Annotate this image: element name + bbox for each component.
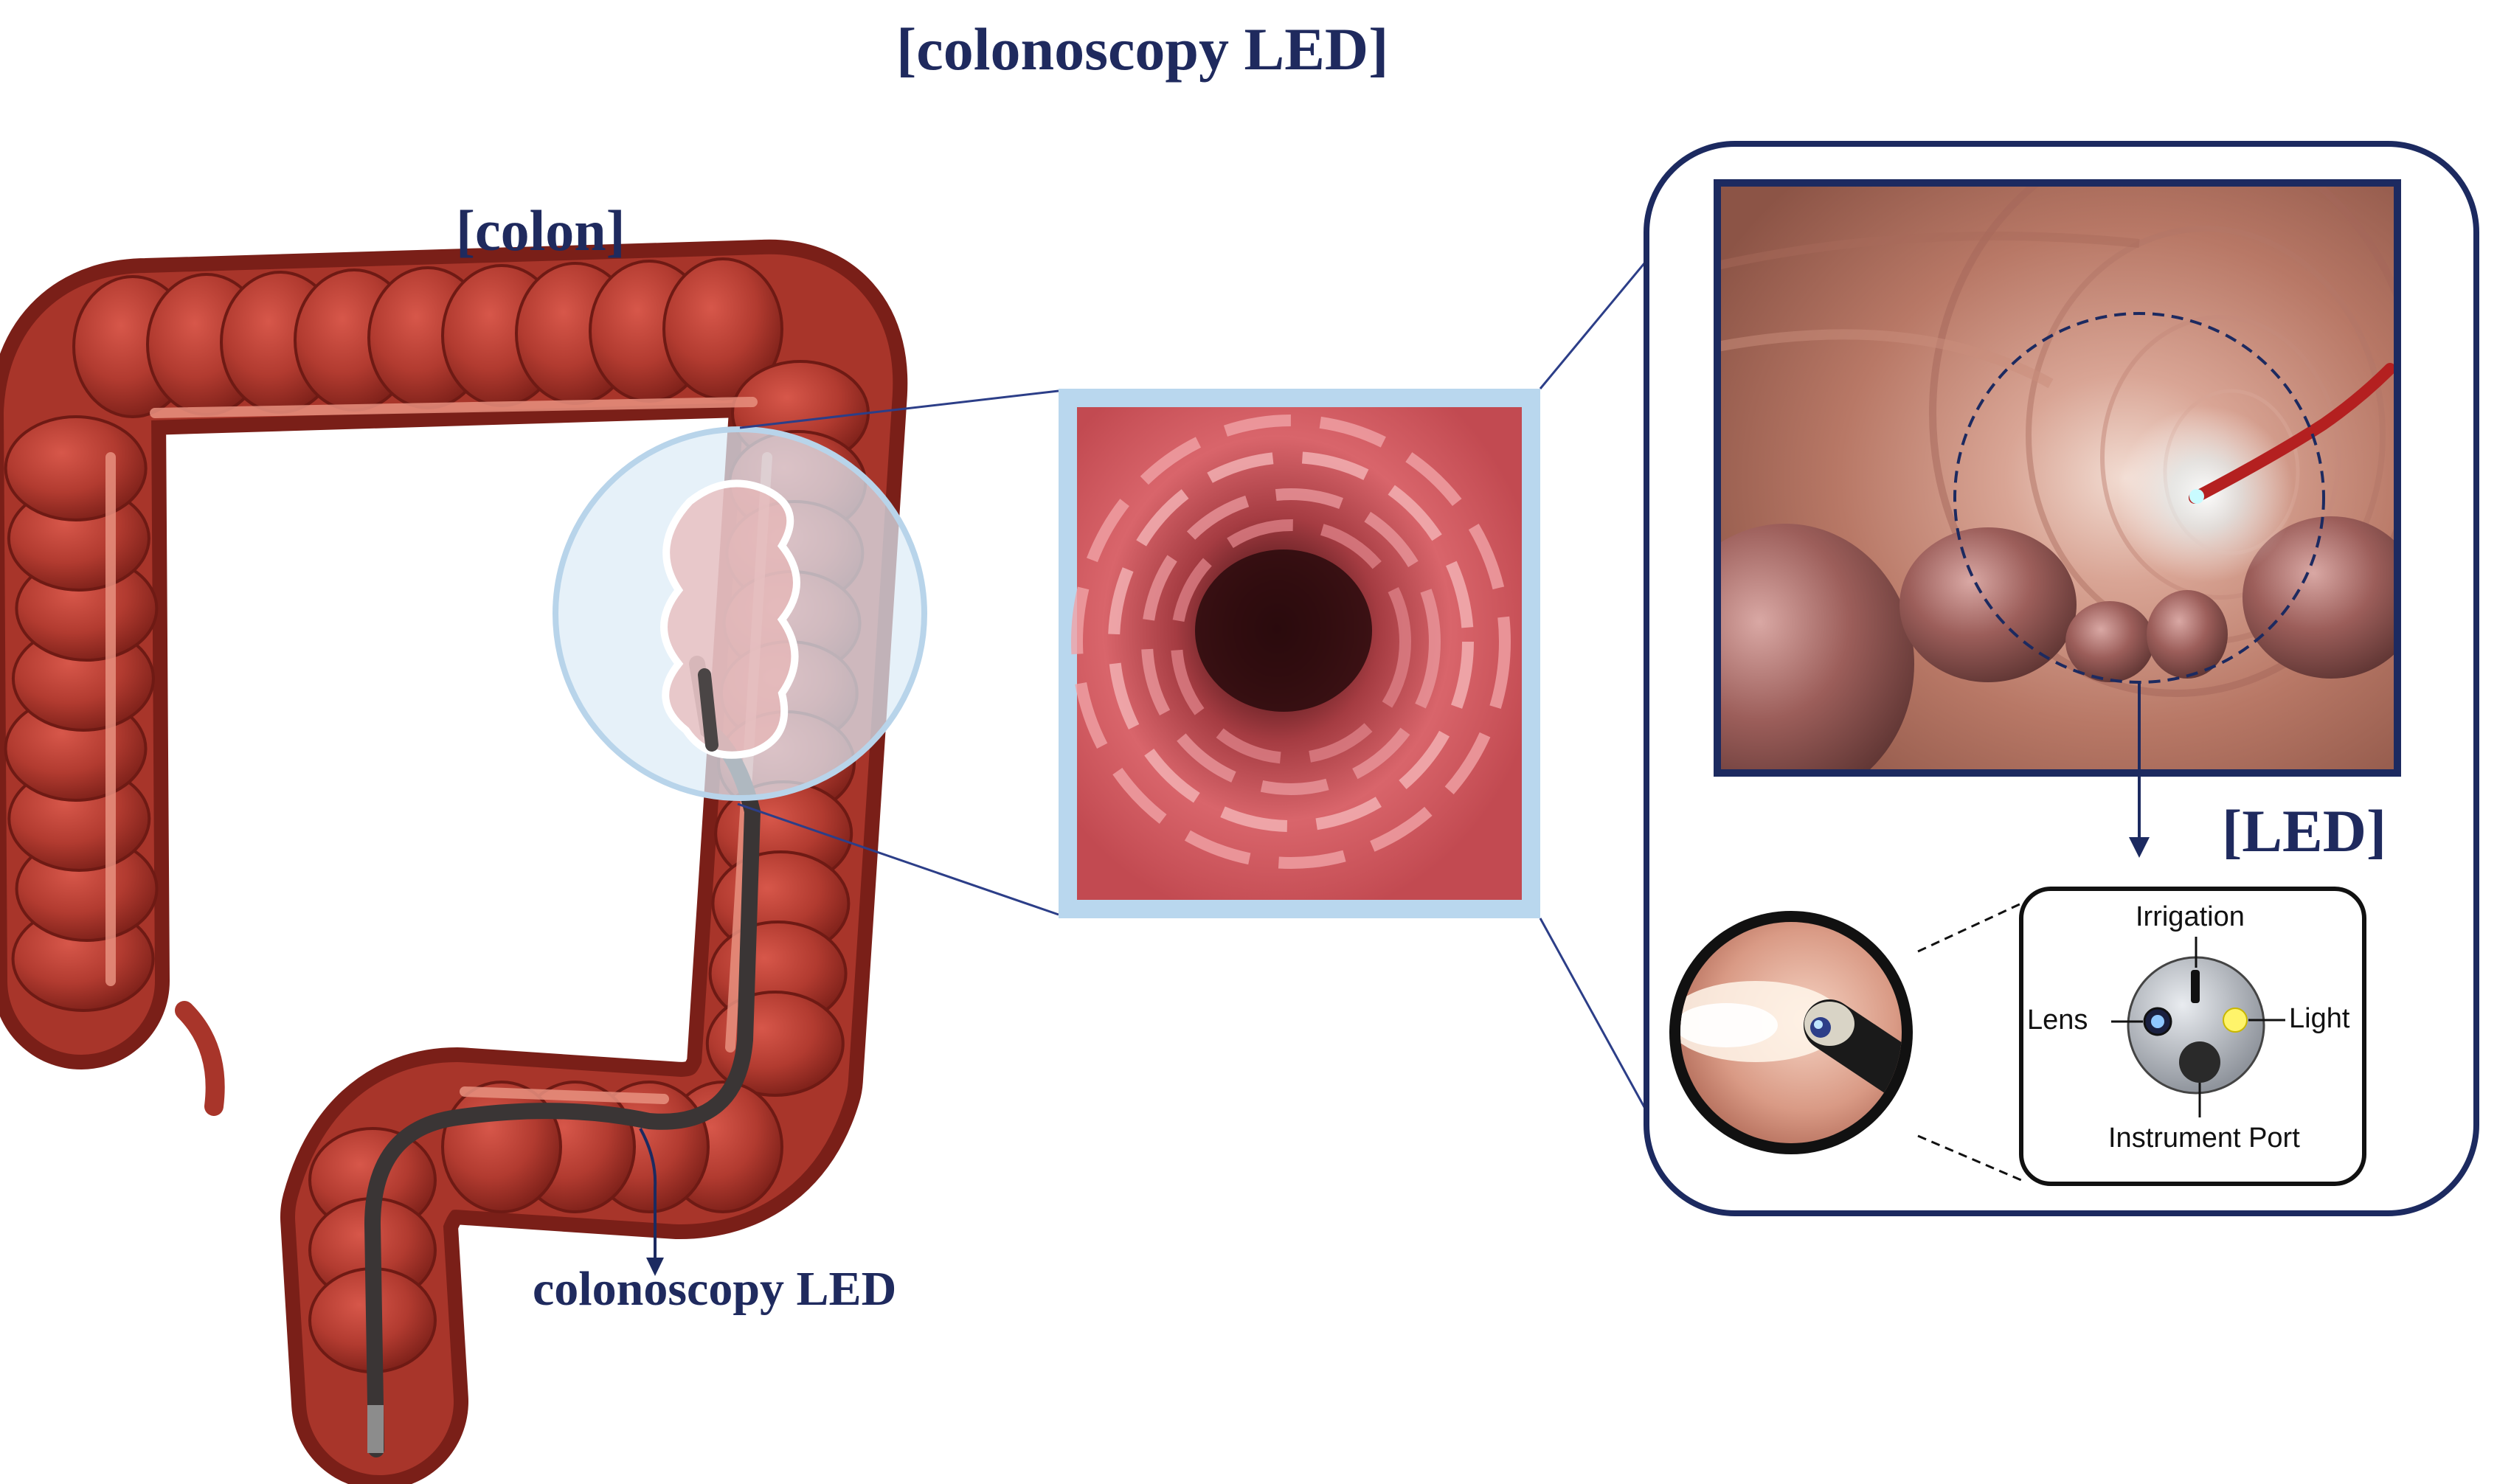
- connector-line-bottom: [737, 802, 1059, 916]
- haustra-segment: [441, 1081, 562, 1213]
- magnified-scope: [698, 668, 718, 752]
- instrument-port-label: Instrument Port: [2108, 1123, 2300, 1154]
- lens-label: Lens: [2027, 1005, 2088, 1036]
- lens-highlight: [2151, 1015, 2164, 1028]
- lumen-fold: [1141, 488, 1441, 795]
- irrigation-channel: [2191, 970, 2200, 1003]
- instrument-port-dot: [2179, 1041, 2220, 1083]
- lumen-fold: [1108, 451, 1474, 832]
- diagram-title: [colonoscopy LED]: [896, 15, 1389, 83]
- led-tip-zoom: [1669, 911, 1913, 1154]
- lumen-fold: [1171, 519, 1411, 764]
- zoom-link-top: [1917, 902, 2022, 953]
- photo-border: [1714, 179, 2401, 777]
- appendix: [175, 1001, 225, 1116]
- focus-arrow-head: [2129, 837, 2150, 858]
- haustra-segment: [4, 415, 148, 521]
- irrigation-label: Irrigation: [2136, 901, 2245, 932]
- colon-interior-photo: [1717, 183, 2397, 773]
- scope-label-arrow: [639, 1128, 657, 1258]
- zoom-link-bottom: [1917, 1134, 2022, 1182]
- led-label: [LED]: [2222, 797, 2387, 864]
- magnified-colon: [660, 479, 800, 759]
- taenia-band: [105, 397, 772, 1104]
- scope-label-arrow-head: [646, 1258, 664, 1276]
- light-dot: [2223, 1008, 2248, 1033]
- lumen-center: [1195, 549, 1372, 712]
- connector-line-top: [739, 389, 1059, 429]
- colon-label: [colon]: [456, 198, 626, 263]
- connector-line-panel-bottom: [1539, 918, 1658, 1129]
- endoscope-tip-end: [367, 1405, 384, 1453]
- lumen-rings: [1071, 415, 1511, 869]
- lumen-fold: [1071, 415, 1511, 869]
- scope-label: colonoscopy LED: [533, 1262, 897, 1316]
- light-label: Light: [2289, 1003, 2350, 1034]
